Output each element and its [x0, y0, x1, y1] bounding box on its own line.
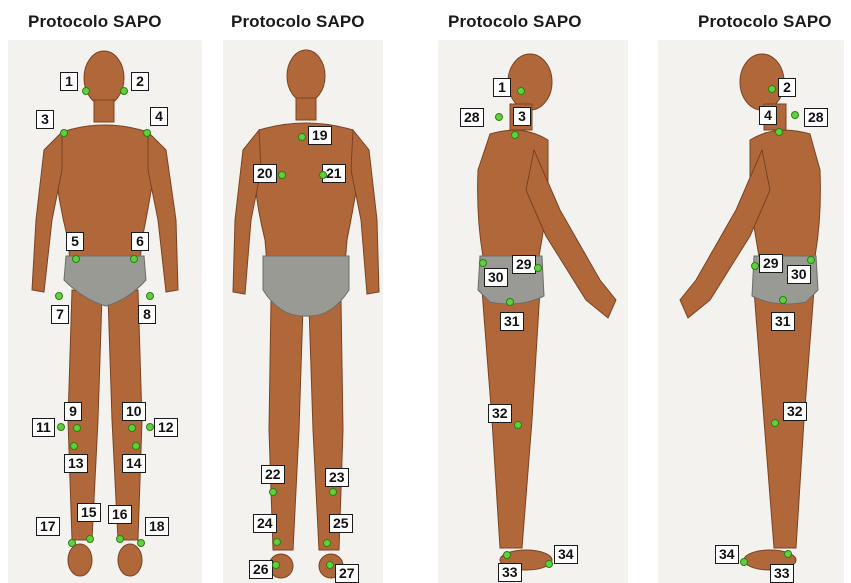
body-figure-lateral-left — [650, 0, 851, 583]
marker-dot — [784, 550, 792, 558]
marker-dot — [72, 255, 80, 263]
panel-lateral-left: Protocolo SAPO 2 4 28 29 30 31 32 34 33 — [650, 0, 851, 583]
marker-label: 28 — [460, 108, 484, 127]
marker-label: 28 — [804, 108, 828, 127]
marker-dot — [329, 488, 337, 496]
marker-label: 18 — [145, 517, 169, 536]
marker-label: 2 — [778, 78, 796, 97]
marker-label: 10 — [122, 402, 146, 421]
marker-label: 22 — [261, 465, 285, 484]
marker-label: 13 — [64, 454, 88, 473]
marker-dot — [807, 256, 815, 264]
marker-label: 32 — [783, 402, 807, 421]
marker-label: 11 — [32, 418, 55, 437]
marker-label: 19 — [308, 126, 332, 145]
marker-dot — [479, 259, 487, 267]
marker-label: 9 — [64, 402, 82, 421]
body-figure-lateral-right — [430, 0, 635, 583]
panel-lateral-right: Protocolo SAPO 1 28 3 29 30 31 32 33 34 — [430, 0, 635, 583]
marker-dot — [73, 424, 81, 432]
marker-label: 14 — [122, 454, 146, 473]
marker-label: 23 — [325, 468, 349, 487]
marker-dot — [130, 255, 138, 263]
marker-label: 7 — [51, 305, 69, 324]
marker-dot — [68, 539, 76, 547]
marker-label: 33 — [770, 564, 794, 583]
marker-label: 3 — [36, 110, 54, 129]
panel-posterior: Protocolo SAPO 19 20 21 22 23 24 25 26 2… — [215, 0, 390, 583]
marker-dot — [534, 264, 542, 272]
marker-dot — [269, 488, 277, 496]
marker-dot — [55, 292, 63, 300]
marker-dot — [298, 133, 306, 141]
marker-label: 1 — [493, 78, 511, 97]
marker-label: 26 — [249, 560, 273, 579]
marker-dot — [751, 262, 759, 270]
marker-label: 5 — [66, 232, 84, 251]
marker-dot — [146, 292, 154, 300]
marker-label: 1 — [60, 72, 78, 91]
marker-dot — [771, 419, 779, 427]
marker-label: 27 — [335, 564, 359, 583]
marker-dot — [70, 442, 78, 450]
marker-dot — [273, 538, 281, 546]
marker-dot — [146, 423, 154, 431]
marker-label: 15 — [77, 503, 101, 522]
marker-label: 25 — [329, 514, 353, 533]
marker-label: 33 — [498, 563, 522, 582]
marker-dot — [137, 539, 145, 547]
marker-dot — [323, 539, 331, 547]
marker-dot — [514, 421, 522, 429]
marker-dot — [779, 296, 787, 304]
marker-label: 2 — [131, 72, 149, 91]
marker-dot — [86, 535, 94, 543]
marker-dot — [495, 113, 503, 121]
marker-label: 34 — [554, 545, 578, 564]
marker-label: 34 — [715, 545, 739, 564]
marker-label: 24 — [253, 514, 277, 533]
marker-label: 3 — [513, 107, 531, 126]
marker-dot — [545, 560, 553, 568]
marker-label: 31 — [771, 312, 795, 331]
marker-dot — [768, 85, 776, 93]
marker-dot — [791, 111, 799, 119]
body-figure-anterior — [0, 0, 210, 583]
marker-label: 6 — [131, 232, 149, 251]
marker-label: 31 — [500, 312, 524, 331]
marker-dot — [506, 298, 514, 306]
marker-dot — [740, 558, 748, 566]
marker-label: 17 — [36, 517, 60, 536]
marker-dot — [120, 87, 128, 95]
marker-dot — [319, 171, 327, 179]
marker-label: 32 — [488, 404, 512, 423]
marker-dot — [57, 423, 65, 431]
marker-label: 4 — [150, 107, 168, 126]
marker-dot — [503, 551, 511, 559]
marker-label: 12 — [154, 418, 178, 437]
marker-dot — [272, 561, 280, 569]
marker-dot — [116, 535, 124, 543]
marker-dot — [132, 442, 140, 450]
marker-dot — [82, 87, 90, 95]
marker-label: 20 — [253, 164, 277, 183]
marker-label: 29 — [759, 254, 783, 273]
marker-dot — [775, 128, 783, 136]
panel-anterior: Protocolo SAPO 1 2 3 4 5 6 7 8 9 10 11 1… — [0, 0, 210, 583]
marker-label: 30 — [787, 265, 811, 284]
marker-label: 30 — [484, 268, 508, 287]
marker-dot — [128, 424, 136, 432]
marker-dot — [511, 131, 519, 139]
marker-dot — [278, 171, 286, 179]
marker-label: 29 — [512, 255, 536, 274]
marker-label: 8 — [138, 305, 156, 324]
body-figure-posterior — [215, 0, 390, 583]
marker-dot — [143, 129, 151, 137]
marker-dot — [326, 561, 334, 569]
marker-label: 16 — [108, 505, 132, 524]
marker-label: 4 — [759, 106, 777, 125]
marker-dot — [517, 87, 525, 95]
marker-dot — [60, 129, 68, 137]
